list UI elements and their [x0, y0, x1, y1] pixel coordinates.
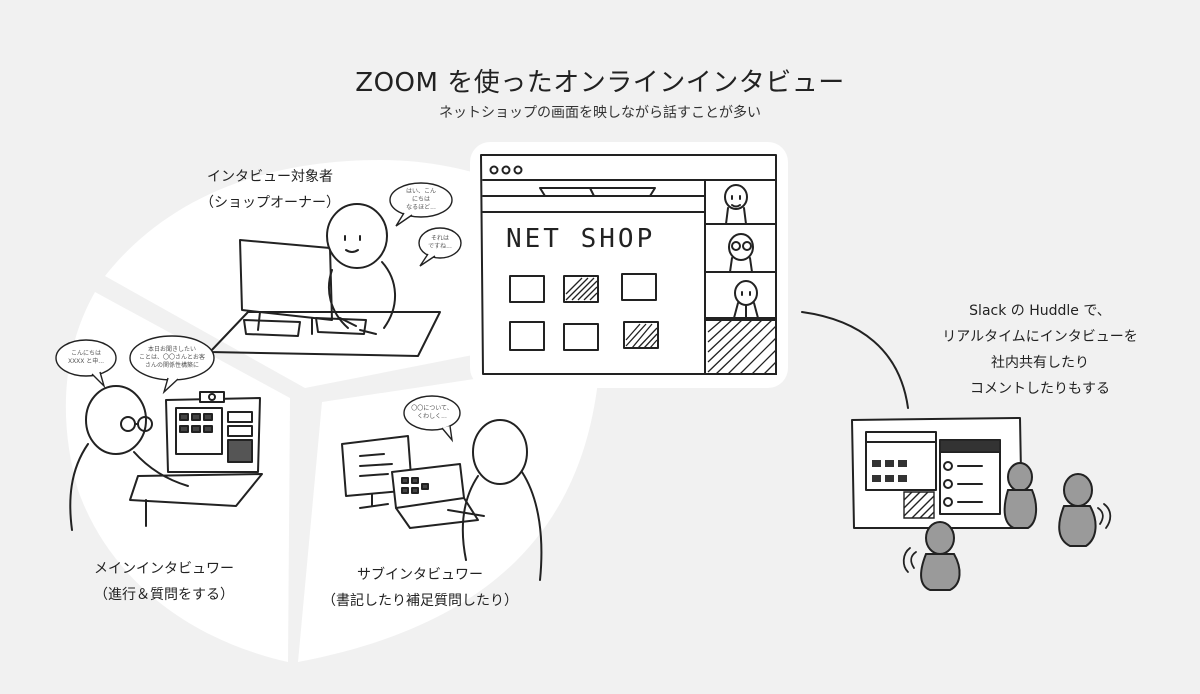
slack-huddle-illustration — [851, 417, 1112, 591]
slack-note: Slack の Huddle で、 リアルタイムにインタビューを 社内共有したり… — [920, 298, 1160, 402]
main-interviewer-role-detail: （進行＆質問をする） — [94, 587, 234, 603]
main-interviewer-role: メインインタビュワー — [94, 561, 234, 577]
main-interviewer-speech-bubbles — [55, 335, 215, 395]
interviewee-role: インタビュー対象者 — [207, 169, 333, 185]
interviewee-label: インタビュー対象者 （ショップオーナー） — [170, 164, 370, 216]
page-title: ZOOM を使ったオンラインインタビュー — [355, 68, 845, 98]
interviewee-role-detail: （ショップオーナー） — [200, 195, 340, 211]
main-interviewer-bubble-1-text: こんにちは XXXX と申... — [67, 350, 105, 365]
net-shop-heading: NET SHOP — [506, 224, 656, 254]
sub-interviewer-speech-bubble — [403, 395, 461, 443]
interviewee-figure — [209, 203, 441, 357]
sub-interviewer-role-detail: （書記したり補足質問したり） — [322, 593, 518, 609]
sub-interviewer-figure — [341, 419, 543, 581]
slack-note-line-1: Slack の Huddle で、 — [969, 303, 1111, 319]
slack-note-line-3: 社内共有したり — [991, 355, 1089, 371]
slack-note-line-4: コメントしたりもする — [970, 381, 1110, 397]
main-interviewer-bubble-2-text: 本日お聞きしたい ことは、〇〇さんとお客 さんの関係性構築に — [138, 346, 205, 369]
interviewee-bubble-2-text: それは ですね... — [428, 235, 452, 250]
zoom-screen — [470, 142, 788, 388]
huddle-people — [920, 462, 1097, 591]
sub-interviewer-label: サブインタビュワー （書記したり補足質問したり） — [300, 562, 540, 614]
interviewee-bubble-1-text: はい、こん にちは なるほど... — [405, 188, 436, 211]
slack-note-line-2: リアルタイムにインタビューを — [942, 329, 1138, 345]
sub-interviewer-bubble-1-text: 〇〇について、 くわしく... — [411, 405, 453, 420]
main-interviewer-figure — [69, 385, 263, 531]
page-subtitle: ネットショップの画面を映しながら話すことが多い — [439, 105, 761, 121]
main-interviewer-label: メインインタビュワー （進行＆質問をする） — [54, 556, 274, 608]
sub-interviewer-role: サブインタビュワー — [357, 567, 483, 583]
interviewee-speech-bubbles — [389, 182, 462, 267]
connector-line — [801, 311, 909, 409]
